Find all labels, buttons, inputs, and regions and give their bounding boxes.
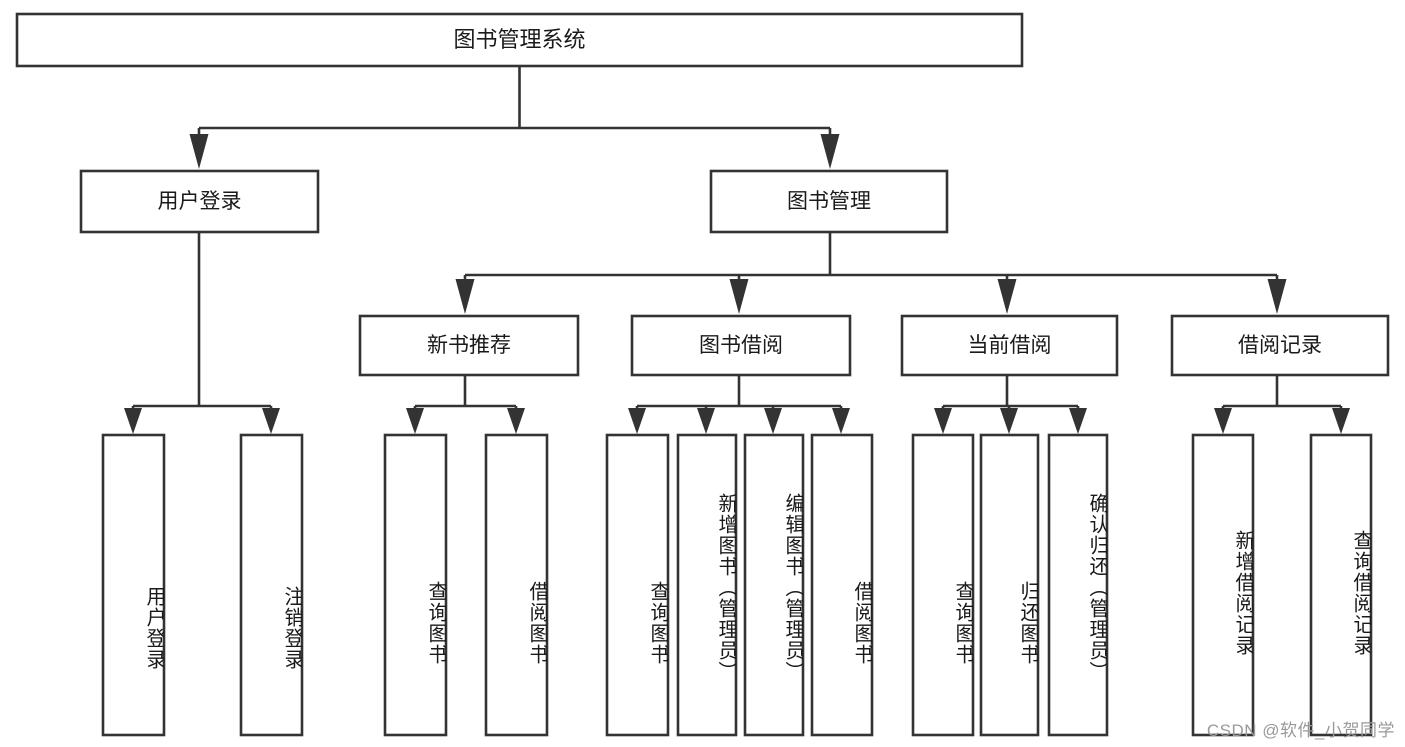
csdn-watermark: CSDN @软件_小贺同学 (1206, 721, 1395, 740)
node-book-manage-label: 图书管理 (787, 190, 871, 213)
arrow-head-leaf-logout (262, 408, 280, 434)
node-leaf-borrow-book-1-box[interactable] (484, 433, 549, 737)
node-leaf-query-record-box[interactable] (1309, 433, 1373, 737)
node-root-box[interactable] (15, 12, 1024, 68)
arrow-head-book-borrow (729, 279, 749, 314)
node-leaf-confirm-return-box[interactable] (1047, 433, 1109, 737)
connector-group-book-manage-to-level3 (455, 232, 1287, 314)
node-leaf-query-book-1-box[interactable] (383, 433, 448, 737)
arrow-head-leaf-return-book (1000, 408, 1018, 434)
node-book-borrow[interactable]: 图书借阅 (630, 314, 852, 377)
arrow-head-leaf-borrow-book-2 (832, 408, 850, 434)
node-user-login-label: 用户登录 (158, 190, 242, 213)
leaf-boxes (101, 433, 1373, 737)
node-leaf-query-book-3-box[interactable] (911, 433, 975, 737)
node-user-login[interactable]: 用户登录 (79, 169, 320, 234)
node-leaf-return-book-box[interactable] (979, 433, 1040, 737)
node-new-book-rec-box[interactable] (358, 314, 580, 377)
node-leaf-borrow-book-2-box[interactable] (810, 433, 874, 737)
arrow-head-leaf-add-book (697, 408, 715, 434)
connector-group-user-login-leaves (124, 232, 280, 434)
node-leaf-add-book-box[interactable] (676, 433, 738, 737)
node-book-manage[interactable]: 图书管理 (709, 169, 949, 234)
arrow-head-current-borrow (997, 279, 1017, 314)
arrow-head-leaf-user-login (124, 408, 142, 434)
connector-group-root-to-level2 (189, 66, 840, 169)
node-leaf-user-login-box[interactable] (101, 433, 166, 737)
node-root[interactable]: 图书管理系统 (15, 12, 1024, 68)
node-borrow-record[interactable]: 借阅记录 (1170, 314, 1390, 377)
node-leaf-edit-book-box[interactable] (743, 433, 805, 737)
node-leaf-add-record-box[interactable] (1191, 433, 1255, 737)
node-current-borrow-box[interactable] (900, 314, 1119, 377)
connector-group-book-borrow-leaves (628, 375, 850, 434)
arrow-head-new-book-rec (455, 279, 475, 314)
node-borrow-record-box[interactable] (1170, 314, 1390, 377)
arrow-head-leaf-query-record (1332, 408, 1350, 434)
arrow-head-leaf-confirm-return (1069, 408, 1087, 434)
node-current-borrow[interactable]: 当前借阅 (900, 314, 1119, 377)
node-book-manage-box[interactable] (709, 169, 949, 234)
arrow-head-leaf-query-book-2 (628, 408, 646, 434)
arrow-head-leaf-edit-book (764, 408, 782, 434)
connector-group-new-book-rec-leaves (406, 375, 525, 434)
arrow-head-user-login (189, 134, 209, 169)
node-leaf-logout-box[interactable] (239, 433, 304, 737)
node-book-borrow-label: 图书借阅 (699, 334, 783, 357)
node-new-book-rec[interactable]: 新书推荐 (358, 314, 580, 377)
node-root-label: 图书管理系统 (453, 27, 585, 52)
node-book-borrow-box[interactable] (630, 314, 852, 377)
connector-group-borrow-record-leaves (1214, 375, 1350, 434)
node-borrow-record-label: 借阅记录 (1238, 334, 1322, 357)
arrow-head-leaf-borrow-book-1 (507, 408, 525, 434)
arrow-head-leaf-query-book-1 (406, 408, 424, 434)
node-new-book-rec-label: 新书推荐 (427, 334, 511, 357)
node-current-borrow-label: 当前借阅 (968, 334, 1052, 357)
connector-group-current-borrow-leaves (934, 375, 1087, 434)
arrow-head-leaf-query-book-3 (934, 408, 952, 434)
arrow-head-borrow-record (1267, 279, 1287, 314)
node-user-login-box[interactable] (79, 169, 320, 234)
node-leaf-query-book-2-box[interactable] (605, 433, 670, 737)
arrow-head-book-manage (820, 134, 840, 169)
arrow-head-leaf-add-record (1214, 408, 1232, 434)
